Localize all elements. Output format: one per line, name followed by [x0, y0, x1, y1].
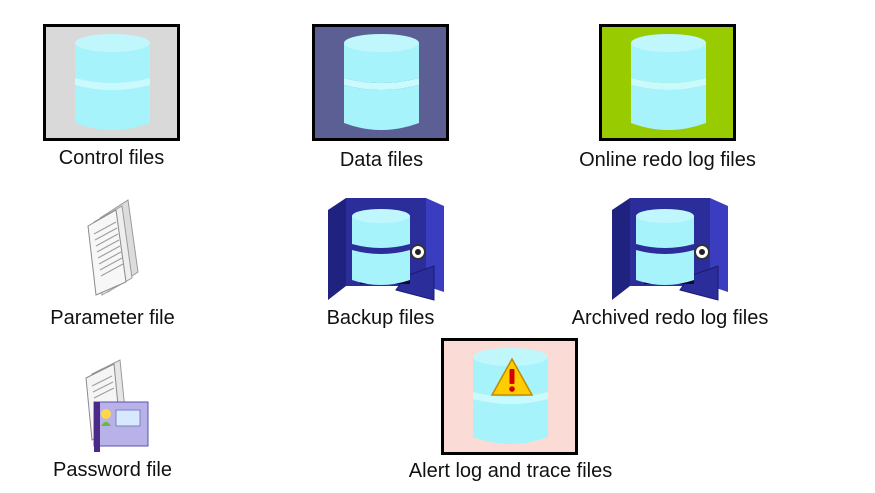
online-redo-frame — [599, 24, 736, 141]
warning-icon — [490, 357, 534, 396]
password-file-label: Password file — [53, 459, 172, 481]
database-cylinder-icon — [75, 34, 150, 130]
database-cylinder-icon — [631, 34, 706, 130]
parameter-file-icon — [87, 199, 139, 296]
alert-log-label: Alert log and trace files — [408, 460, 613, 482]
password-file-icon — [85, 359, 149, 452]
archived-redo-safe-icon — [612, 198, 728, 301]
backup-files-label: Backup files — [326, 307, 435, 329]
archived-redo-label: Archived redo log files — [571, 307, 769, 329]
alert-log-frame — [441, 338, 578, 455]
online-redo-label: Online redo log files — [579, 149, 756, 171]
database-cylinder-icon — [344, 34, 419, 130]
parameter-file-label: Parameter file — [50, 307, 175, 329]
backup-safe-icon — [328, 198, 444, 301]
control-files-frame — [43, 24, 180, 141]
data-files-label: Data files — [339, 149, 424, 171]
data-files-frame — [312, 24, 449, 141]
control-files-label: Control files — [58, 147, 165, 169]
